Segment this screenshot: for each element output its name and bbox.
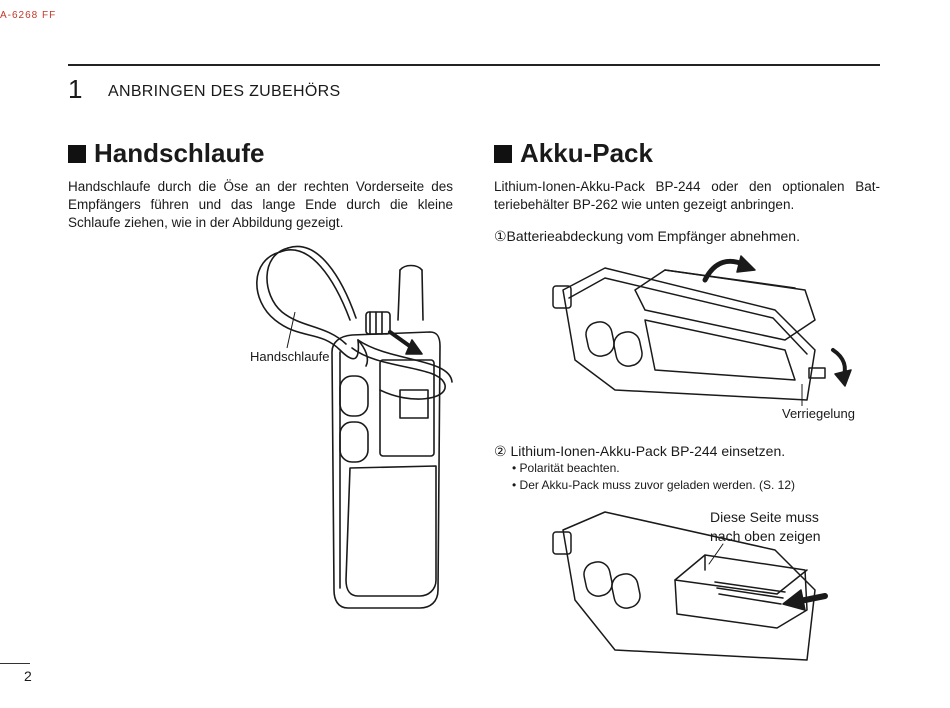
step-2: ② Lithium-Ionen-Akku-Pack BP-244 einsetz… bbox=[494, 443, 786, 459]
footer-rule bbox=[0, 663, 30, 664]
radio-with-strap-illustration bbox=[256, 245, 453, 609]
page-number: 2 bbox=[24, 668, 32, 684]
battery-instructions: Lithium-Ionen-Akku-Pack BP-244 oder den … bbox=[494, 179, 880, 212]
section-heading-akku-pack: Akku-Pack bbox=[494, 138, 653, 169]
chapter-title: ANBRINGEN DES ZUBEHÖRS bbox=[108, 83, 341, 100]
orientation-callout: Diese Seite muss nach oben zeigen bbox=[710, 508, 821, 546]
chapter-number: 1 bbox=[68, 74, 83, 104]
section-heading-text: Handschlaufe bbox=[94, 138, 265, 168]
step-1: ①Batterieabdeckung vom Empfänger abnehme… bbox=[494, 228, 800, 244]
bullet-square-icon bbox=[494, 145, 512, 163]
lock-callout: Verriegelung bbox=[782, 406, 855, 421]
strap-instructions: Handschlaufe durch die Öse an der rechte… bbox=[68, 179, 453, 230]
section-heading-text: Akku-Pack bbox=[520, 138, 653, 168]
bullet-square-icon bbox=[68, 145, 86, 163]
battery-cover-removal-illustration bbox=[552, 255, 852, 401]
strap-callout: Handschlaufe bbox=[250, 349, 330, 364]
section-heading-handschlaufe: Handschlaufe bbox=[68, 138, 265, 169]
step-2-notes: Polarität beachten. Der Akku-Pack muss z… bbox=[512, 460, 795, 494]
battery-insert-illustration bbox=[552, 511, 828, 661]
note-item: Polarität beachten. bbox=[512, 460, 795, 477]
orientation-callout-line-1: Diese Seite muss bbox=[710, 509, 819, 525]
orientation-callout-line-2: nach oben zeigen bbox=[710, 528, 821, 544]
note-item: Der Akku-Pack muss zuvor geladen werden.… bbox=[512, 477, 795, 494]
header-rule bbox=[68, 64, 880, 66]
strap-callout-line bbox=[286, 311, 296, 349]
document-code: A-6268 FF bbox=[0, 10, 57, 21]
lock-callout-line bbox=[801, 384, 803, 406]
